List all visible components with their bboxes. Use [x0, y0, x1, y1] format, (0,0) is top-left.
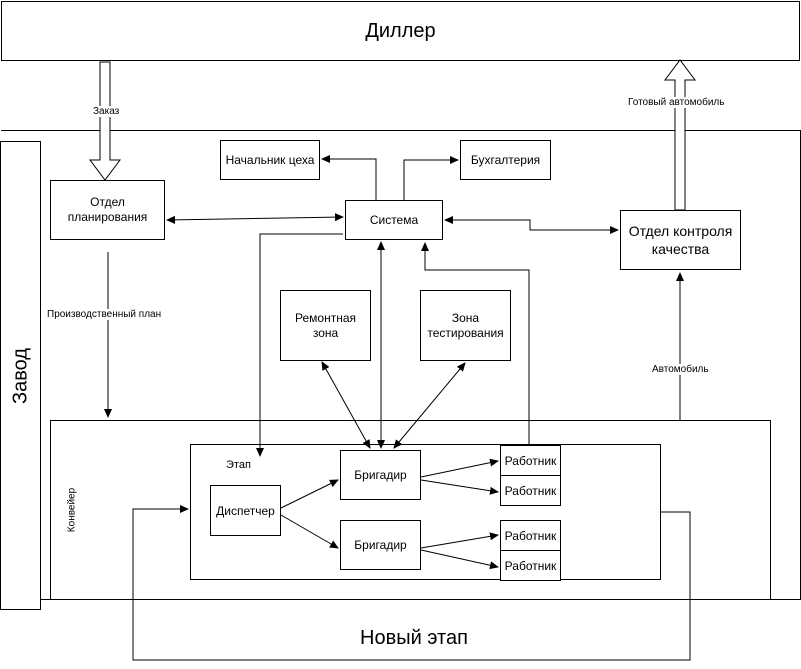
- system-box: Система: [345, 200, 443, 240]
- planning-system-link: [166, 213, 344, 224]
- dispatcher-label: Диспетчер: [216, 503, 275, 518]
- car-label: Автомобиль: [651, 364, 710, 375]
- foreman2-worker3-arrow: [420, 532, 499, 549]
- repair-foreman-link: [321, 361, 371, 449]
- head-of-shop-box: Начальник цеха: [220, 140, 320, 180]
- worker-label-1: Работник: [504, 453, 557, 468]
- stage-label: Этап: [226, 459, 251, 471]
- system-accounting-link: [403, 156, 459, 200]
- test-zone-label: Зона тестирования: [427, 310, 504, 340]
- production-plan-label: Производственный план: [46, 309, 163, 320]
- system-qc-link: [444, 216, 619, 234]
- order-label: Заказ: [92, 106, 121, 117]
- qc-dept-label: Отдел контроля качества: [628, 223, 733, 257]
- foreman-box-2: Бригадир: [340, 520, 421, 570]
- repair-zone-box: Ремонтная зона: [280, 290, 371, 361]
- foreman-box-1: Бригадир: [340, 450, 421, 500]
- test-foreman-link: [393, 362, 466, 449]
- test-zone-box: Зона тестирования: [420, 290, 511, 361]
- qc-dept-box: Отдел контроля качества: [620, 210, 741, 270]
- repair-zone-label: Ремонтная зона: [295, 310, 356, 340]
- planning-dept-label: Отдел планирования: [67, 195, 148, 224]
- foreman-label-1: Бригадир: [354, 468, 407, 482]
- dispatcher-foreman2-arrow: [280, 514, 339, 549]
- dispatcher-foreman1-arrow: [280, 479, 339, 509]
- factory-sidebar: Завод: [0, 141, 41, 610]
- new-stage-loop: [132, 505, 691, 661]
- system-head-link: [321, 155, 377, 200]
- worker-label-2: Работник: [504, 483, 557, 498]
- dispatcher-box: Диспетчер: [210, 485, 281, 536]
- worker-label-4: Работник: [504, 558, 557, 573]
- foreman-label-2: Бригадир: [354, 538, 407, 552]
- worker-box-3: Работник: [500, 520, 561, 551]
- dealer-box: Диллер: [1, 1, 800, 61]
- worker-box-2: Работник: [500, 475, 561, 506]
- worker-system-link: [421, 242, 530, 445]
- foreman1-worker1-arrow: [420, 458, 499, 478]
- order-hollow-arrow: [89, 61, 121, 181]
- foreman1-worker2-arrow: [420, 479, 499, 495]
- head-of-shop-label: Начальник цеха: [225, 153, 315, 167]
- foreman2-worker4-arrow: [420, 549, 499, 570]
- system-dispatcher-link: [256, 233, 343, 457]
- accounting-label: Бухгалтерия: [470, 153, 541, 167]
- new-stage-label: Новый этап: [360, 627, 468, 649]
- worker-label-3: Работник: [504, 528, 557, 543]
- accounting-box: Бухгалтерия: [460, 140, 551, 180]
- system-label: Система: [369, 213, 419, 227]
- finished-car-label: Готовый автомобиль: [627, 97, 726, 108]
- conveyor-label: Конвейер: [66, 487, 78, 533]
- worker-box-4: Работник: [500, 550, 561, 581]
- dealer-label: Диллер: [365, 19, 436, 42]
- finished-car-hollow-arrow: [664, 59, 696, 211]
- planning-dept-box: Отдел планирования: [50, 180, 165, 240]
